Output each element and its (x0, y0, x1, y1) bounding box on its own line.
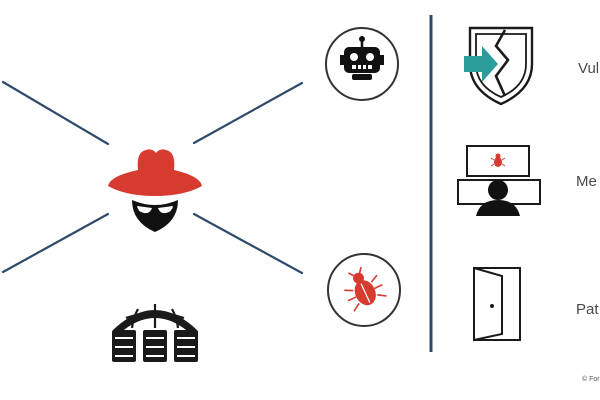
robot-icon (325, 27, 399, 101)
bug-icon (327, 253, 401, 327)
label-malware: Me (576, 173, 597, 190)
copyright-text: © For (582, 376, 600, 383)
line-lower-right (192, 212, 304, 275)
computer-user-bug-icon (457, 145, 541, 216)
hacker-red-hat-icon (108, 149, 202, 232)
door-icon (473, 266, 521, 342)
cracked-shield-arrow-icon (464, 26, 534, 106)
label-patch: Pat (576, 301, 599, 318)
line-upper-left (1, 80, 110, 146)
label-vulnerability: Vul (578, 60, 600, 77)
connector-lines (1, 80, 304, 275)
line-upper-right (192, 81, 304, 145)
server-globe-icon (112, 304, 198, 362)
line-lower-left (1, 212, 110, 274)
